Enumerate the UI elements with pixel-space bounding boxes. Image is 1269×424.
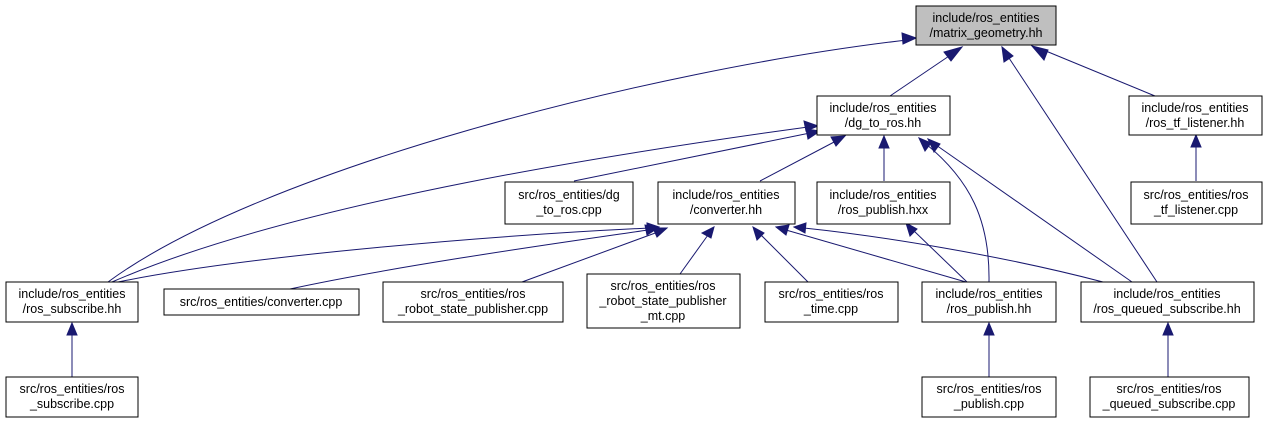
svg-text:_queued_subscribe.cpp: _queued_subscribe.cpp — [1102, 397, 1236, 411]
edge-ros-queued-subscribe-cpp-to-ros-queued-subscribe-hh — [1162, 321, 1174, 377]
node-dg-to-ros-cpp[interactable]: src/ros_entities/dg _to_ros.cpp — [504, 181, 634, 225]
svg-text:src/ros_entities/ros: src/ros_entities/ros — [937, 382, 1042, 396]
edge-ros-publish-hh-to-ros-publish-hxx — [905, 221, 968, 283]
svg-text:_time.cpp: _time.cpp — [803, 302, 858, 316]
node-ros-queued-subscribe-hh[interactable]: include/ros_entities /ros_queued_subscri… — [1080, 281, 1255, 323]
edge-ros-publish-hh-to-converter-hh — [774, 224, 967, 283]
svg-text:include/ros_entities: include/ros_entities — [935, 287, 1042, 301]
svg-text:src/ros_entities/ros: src/ros_entities/ros — [779, 287, 884, 301]
svg-text:/ros_publish.hxx: /ros_publish.hxx — [838, 203, 929, 217]
edge-converter-hh-to-dg-to-ros-hh — [759, 135, 847, 182]
edge-ros-subscribe-cpp-to-ros-subscribe-hh — [66, 321, 78, 377]
svg-text:/matrix_geometry.hh: /matrix_geometry.hh — [929, 26, 1042, 40]
svg-text:src/ros_entities/ros: src/ros_entities/ros — [1117, 382, 1222, 396]
svg-text:_to_ros.cpp: _to_ros.cpp — [535, 203, 601, 217]
edge-ros-publish-cpp-to-ros-publish-hh — [983, 321, 995, 377]
node-matrix-geometry-hh[interactable]: include/ros_entities /matrix_geometry.hh — [915, 5, 1057, 46]
node-ros-tf-listener-hh[interactable]: include/ros_entities /ros_tf_listener.hh — [1128, 95, 1263, 136]
svg-text:include/ros_entities: include/ros_entities — [1113, 287, 1220, 301]
edge-ros-tf-listener-hh-to-matrix-geometry — [1030, 45, 1156, 97]
svg-text:/ros_subscribe.hh: /ros_subscribe.hh — [23, 302, 122, 316]
svg-text:/ros_tf_listener.hh: /ros_tf_listener.hh — [1146, 116, 1245, 130]
svg-text:include/ros_entities: include/ros_entities — [18, 287, 125, 301]
edge-ros-tf-listener-cpp-to-ros-tf-listener-hh — [1190, 133, 1202, 181]
edge-robot-state-publisher-mt-cpp-to-converter-hh — [679, 226, 715, 275]
edge-ros-publish-hh-to-dg-to-ros-hh — [918, 137, 990, 283]
node-converter-hh[interactable]: include/ros_entities /converter.hh — [657, 181, 796, 225]
node-ros-time-cpp[interactable]: src/ros_entities/ros _time.cpp — [764, 281, 899, 323]
node-ros-publish-hh[interactable]: include/ros_entities /ros_publish.hh — [921, 281, 1057, 323]
svg-text:_robot_state_publisher.cpp: _robot_state_publisher.cpp — [397, 302, 548, 316]
edge-dg-to-ros-cpp-to-dg-to-ros-hh — [573, 128, 822, 182]
svg-text:include/ros_entities: include/ros_entities — [1141, 101, 1248, 115]
svg-text:src/ros_entities/converter.cpp: src/ros_entities/converter.cpp — [180, 295, 343, 309]
edge-ros-publish-hxx-to-dg-to-ros-hh — [878, 134, 890, 181]
svg-text:include/ros_entities: include/ros_entities — [672, 188, 779, 202]
svg-text:include/ros_entities: include/ros_entities — [829, 188, 936, 202]
svg-text:/ros_queued_subscribe.hh: /ros_queued_subscribe.hh — [1093, 302, 1240, 316]
node-ros-subscribe-hh[interactable]: include/ros_entities /ros_subscribe.hh — [5, 281, 139, 323]
edge-ros-subscribe-hh-to-converter-hh — [117, 222, 661, 283]
edge-robot-state-publisher-cpp-to-converter-hh — [521, 227, 669, 283]
node-converter-cpp[interactable]: src/ros_entities/converter.cpp — [163, 288, 360, 316]
svg-text:src/ros_entities/ros: src/ros_entities/ros — [611, 279, 716, 293]
node-ros-publish-cpp[interactable]: src/ros_entities/ros _publish.cpp — [921, 376, 1057, 418]
node-robot-state-publisher-mt-cpp[interactable]: src/ros_entities/ros _robot_state_publis… — [586, 273, 741, 329]
svg-text:src/ros_entities/ros: src/ros_entities/ros — [20, 382, 125, 396]
edge-ros-time-cpp-to-converter-hh — [752, 225, 809, 283]
svg-text:src/ros_entities/ros: src/ros_entities/ros — [421, 287, 526, 301]
svg-text:src/ros_entities/dg: src/ros_entities/dg — [518, 188, 619, 202]
edge-ros-subscribe-hh-to-dg-to-ros-hh — [111, 120, 820, 283]
node-ros-publish-hxx[interactable]: include/ros_entities /ros_publish.hxx — [816, 181, 951, 225]
svg-text:_publish.cpp: _publish.cpp — [953, 397, 1024, 411]
svg-text:/ros_publish.hh: /ros_publish.hh — [947, 302, 1032, 316]
node-dg-to-ros-hh[interactable]: include/ros_entities /dg_to_ros.hh — [816, 95, 951, 136]
edge-dg-to-ros-hh-to-matrix-geometry — [889, 46, 964, 97]
svg-text:include/ros_entities: include/ros_entities — [829, 101, 936, 115]
node-ros-tf-listener-cpp[interactable]: src/ros_entities/ros _tf_listener.cpp — [1130, 181, 1263, 225]
node-ros-queued-subscribe-cpp[interactable]: src/ros_entities/ros _queued_subscribe.c… — [1089, 376, 1250, 418]
svg-text:_robot_state_publisher: _robot_state_publisher — [598, 294, 726, 308]
svg-text:include/ros_entities: include/ros_entities — [932, 11, 1039, 25]
svg-text:_subscribe.cpp: _subscribe.cpp — [29, 397, 114, 411]
node-ros-subscribe-cpp[interactable]: src/ros_entities/ros _subscribe.cpp — [5, 376, 139, 418]
svg-text:_mt.cpp: _mt.cpp — [640, 309, 686, 323]
edge-ros-queued-subscribe-hh-to-matrix-geometry — [1001, 45, 1158, 283]
svg-text:/converter.hh: /converter.hh — [690, 203, 762, 217]
svg-text:_tf_listener.cpp: _tf_listener.cpp — [1153, 203, 1238, 217]
node-robot-state-publisher-cpp[interactable]: src/ros_entities/ros _robot_state_publis… — [382, 281, 564, 323]
edge-ros-queued-subscribe-hh-to-converter-hh — [792, 222, 1104, 283]
edge-ros-queued-subscribe-hh-to-dg-to-ros-hh — [927, 138, 1133, 283]
edge-ros-subscribe-hh-to-matrix-geometry — [107, 32, 918, 283]
svg-text:src/ros_entities/ros: src/ros_entities/ros — [1144, 188, 1249, 202]
svg-text:/dg_to_ros.hh: /dg_to_ros.hh — [845, 116, 921, 130]
